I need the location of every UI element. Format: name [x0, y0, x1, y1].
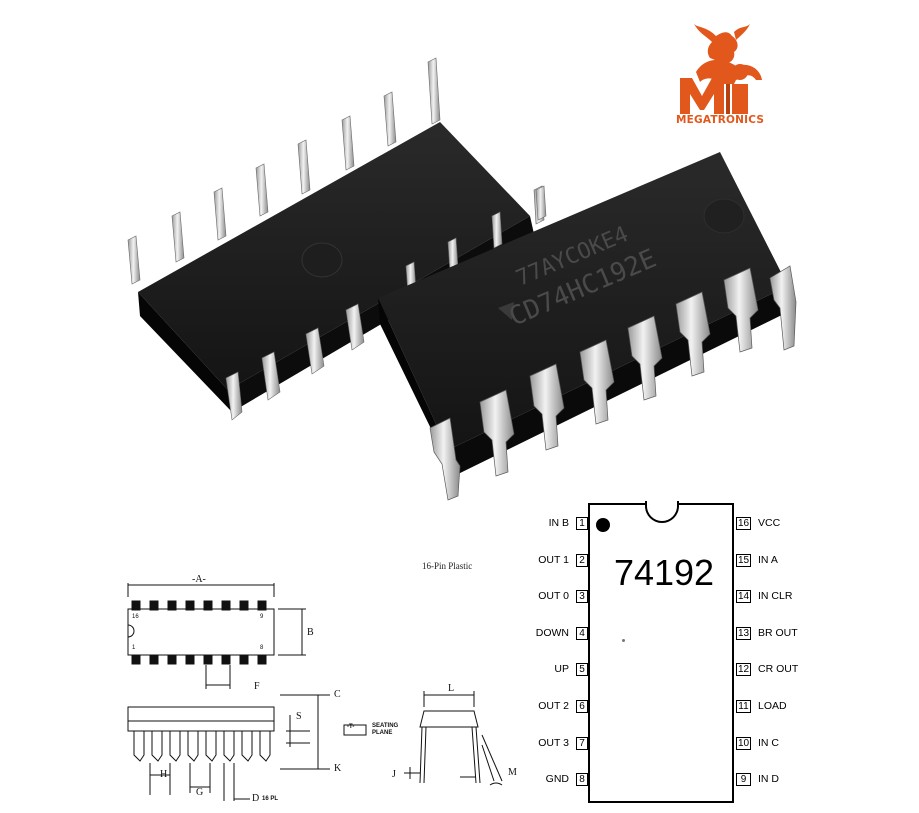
package-outline-drawing: 16-Pin Plastic -A- B C K S F H G D 16 PL… [110, 555, 530, 808]
outline-pin-16: 16 [132, 614, 139, 620]
pin-number-box: 5 [576, 663, 588, 676]
pin-label: OUT 0 [538, 590, 569, 602]
dim-k-label: K [334, 763, 342, 774]
pin-label: IN D [758, 773, 779, 785]
dim-a-label: -A- [192, 574, 206, 585]
pin-number-box: 12 [736, 663, 751, 676]
pin-label: UP [554, 663, 569, 675]
pin-number-box: 14 [736, 590, 751, 603]
pin-label: IN CLR [758, 590, 793, 602]
pin-number-box: 11 [736, 700, 751, 713]
pin-label: CR OUT [758, 663, 799, 675]
dip-chips-image: 77AYCOKE4 CD74HC192E [127, 57, 797, 501]
pinout-diagram: 74192 1 IN B 2 OUT 1 3 OUT 0 4 DOWN 5 UP 6 OUT 2 7 OU… [530, 500, 919, 808]
pin-label: DOWN [535, 627, 569, 639]
pin-number-box: 13 [736, 627, 751, 640]
pin-label: IN C [758, 737, 779, 749]
pin-label: BR OUT [758, 627, 798, 639]
pin-number-box: 15 [736, 554, 751, 567]
outline-pin-8: 8 [260, 645, 264, 651]
pin-number-box: 7 [576, 737, 588, 750]
brand-name: MEGATRONICS [676, 114, 765, 126]
pin-label: GND [545, 773, 569, 785]
dim-l-label: L [448, 683, 455, 694]
pin-number-box: 4 [576, 627, 588, 640]
product-photo: 77AYCOKE4 CD74HC192E [110, 40, 810, 510]
bull-logo-icon [680, 24, 762, 114]
dim-s-label: S [296, 711, 302, 722]
pin-number-box: 3 [576, 590, 588, 603]
pin-number-box: 8 [576, 773, 588, 786]
pin-number-box: 10 [736, 737, 751, 750]
dim-d-note: 16 PL [262, 796, 279, 802]
pin1-dot-icon [596, 518, 610, 532]
outline-pin-9: 9 [260, 614, 264, 620]
package-caption: 16-Pin Plastic [422, 561, 473, 571]
dim-b-label: B [307, 627, 314, 638]
pin-label: OUT 1 [538, 554, 569, 566]
pin-number-box: 9 [736, 773, 751, 786]
seating-plane-label: SEATING PLANE [372, 723, 399, 736]
ic-body [588, 503, 734, 803]
megatronics-logo: MEGATRONICS [676, 22, 790, 134]
dim-m-label: M [508, 767, 517, 778]
pin-number-box: 6 [576, 700, 588, 713]
outline-pin-1: 1 [132, 645, 136, 651]
dim-f-label: F [254, 681, 260, 692]
pin-label: OUT 2 [538, 700, 569, 712]
pin-number-box: 16 [736, 517, 751, 530]
dimension-drawing-icon [127, 583, 503, 801]
part-number: 74192 [613, 552, 715, 593]
datum-t-label: -T- [347, 724, 355, 730]
dim-j-label: J [392, 769, 396, 780]
pin-label: VCC [758, 517, 781, 529]
pin-number-box: 1 [576, 517, 588, 530]
dim-c-label: C [334, 689, 341, 700]
pin-number-box: 2 [576, 554, 588, 567]
dim-h-label: H [160, 769, 168, 780]
pin-label: LOAD [758, 700, 787, 712]
dim-d-label: D [252, 793, 260, 804]
pin-label: IN A [758, 554, 778, 566]
dim-g-label: G [196, 787, 204, 798]
pin-label: OUT 3 [538, 737, 569, 749]
pin-label: IN B [548, 517, 569, 529]
